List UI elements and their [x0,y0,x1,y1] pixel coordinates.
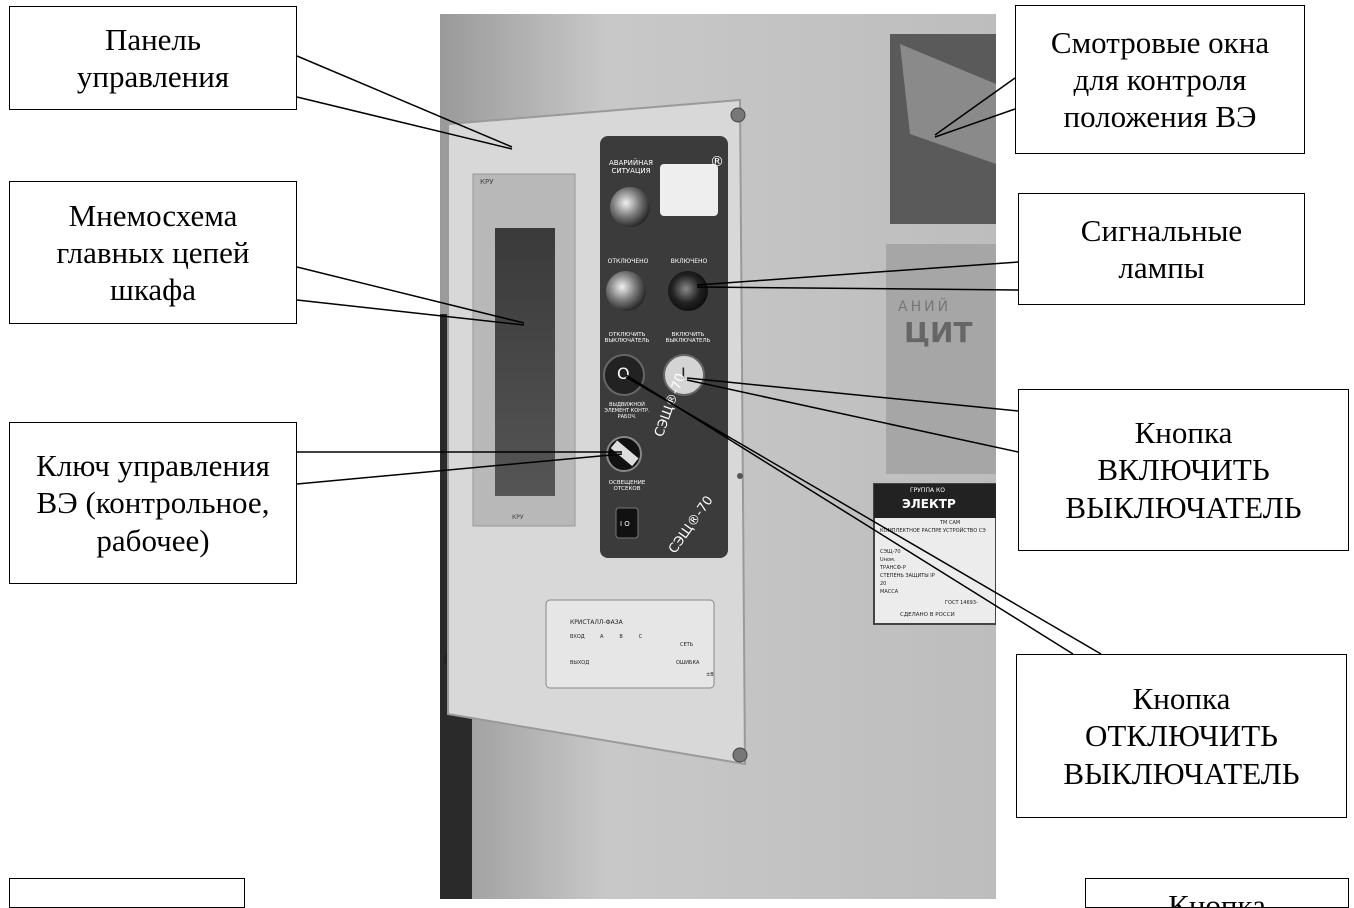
callout-button-on: Кнопка ВКЛЮЧИТЬ ВЫКЛЮЧАТЕЛЬ [1018,389,1349,551]
nameplate-made-in: СДЕЛАНО В РОССИ [900,612,955,618]
switch-on-label: ВКЛЮЧИТЬ ВЫКЛЮЧАТЕЛЬ [665,332,711,344]
phase-c-label: C [638,634,659,640]
callout-signal-lamps: Сигнальные лампы [1018,193,1305,305]
nameplate-row: СТЕПЕНЬ ЗАЩИТЫ IP 20 [880,573,935,587]
switchgear-photo: АВАРИЙНАЯ СИТУАЦИЯ ® ОТКЛЮЧЕНО ВКЛЮЧЕНО … [440,14,996,899]
emergency-label: АВАРИЙНАЯ СИТУАЦИЯ [609,159,653,175]
background-sign-line1: АНИЙ [898,299,952,315]
emergency-lamp [610,187,650,227]
off-lamp-label: ОТКЛЮЧЕНО [607,258,649,265]
lighting-switch-symbol: I O [620,520,630,528]
indicator-voltage-label: ±В [706,672,714,678]
nameplate-standard: ГОСТ 14693- [945,600,978,606]
registered-mark: ® [710,154,724,170]
phase-b-label: B [619,634,639,640]
indicator-input-label: ВХОД [570,634,585,640]
nameplate-trademark: ТМ САМ [940,520,961,526]
panel-screw-bottom [732,747,748,763]
nameplate-row: МАССА [880,589,899,595]
off-indicator-lamp [606,271,646,311]
on-indicator-lamp [668,271,708,311]
withdrawable-label: ВЫДВИЖНОЙ ЭЛЕМЕНТ КОНТР. РАБОЧ. [604,402,650,420]
callout-control-panel: Панель управления [9,6,297,110]
nameplate-brand: ЭЛЕКТР [902,497,956,511]
switch-off-symbol: O [617,364,630,383]
mnemonic-bottom-tag: КРУ [512,514,524,521]
indicator-error-label: ОШИБКА [676,660,700,666]
callout-button-off: Кнопка ОТКЛЮЧИТЬ ВЫКЛЮЧАТЕЛЬ [1016,654,1347,818]
mnemonic-diagram-strip [495,228,555,496]
panel-screw-top [730,107,746,123]
on-lamp-label: ВКЛЮЧЕНО [670,258,708,265]
indicator-network-label: СЕТЬ [680,642,694,648]
indicator-title: КРИСТАЛЛ-ФАЗА [570,619,623,626]
nameplate-rows: СЭЩ-70 Uном. ТРАНСФ-Р СТЕПЕНЬ ЗАЩИТЫ IP … [880,548,940,596]
nameplate-description: КОМПЛЕКТНОЕ РАСПРЕ УСТРОЙСТВО СЭ [880,528,986,534]
nameplate-row: Uном. [880,557,896,563]
callout-bottom-left-partial: О [9,878,245,908]
inspection-window-bottom [886,244,996,474]
callout-control-key: Ключ управления ВЭ (контрольное, рабочее… [9,422,297,584]
background-sign-line2: ЦИТ [904,316,973,349]
switch-on-symbol: I [681,364,686,383]
nameplate-row: СЭЩ-70 [880,549,901,555]
switchgear-photo-drawing [440,14,996,899]
callout-mnemonic-diagram: Мнемосхема главных цепей шкафа [9,181,297,324]
nameplate-row: ТРАНСФ-Р [880,565,906,571]
callout-bottom-right-partial: Кнопка [1085,878,1349,908]
indicator-output-label: ВЫХОД [570,660,590,666]
indicator-phases-in: ABC [600,634,658,640]
nameplate-group-text: ГРУППА КО [910,487,945,494]
electroshchit-logo-badge [660,164,718,216]
switch-off-label: ОТКЛЮЧИТЬ ВЫКЛЮЧАТЕЛЬ [604,332,650,344]
phase-a-label: A [600,634,620,640]
mnemonic-top-tag: КРУ [480,178,494,186]
lighting-label: ОСВЕЩЕНИЕ ОТСЕКОВ [608,480,646,492]
panel-screw-mid [737,473,743,479]
callout-inspection-windows: Смотровые окна для контроля положения ВЭ [1015,5,1305,154]
